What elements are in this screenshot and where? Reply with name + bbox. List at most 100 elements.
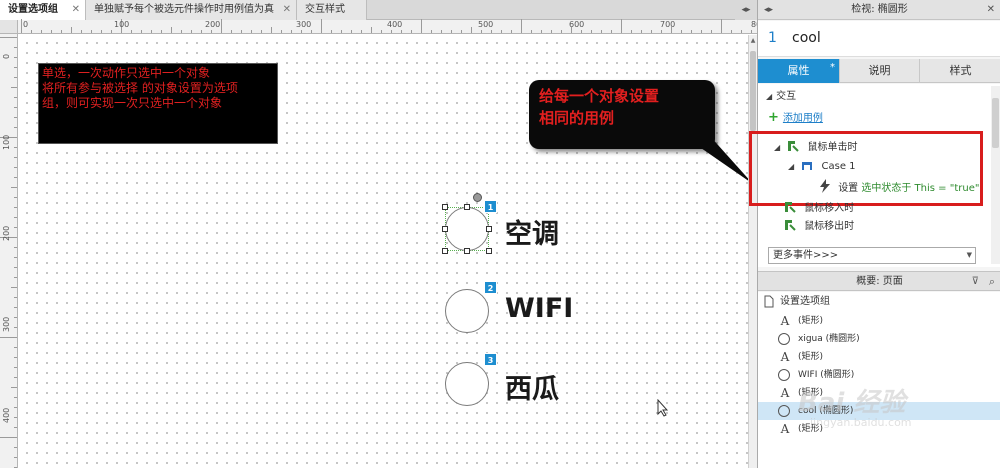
resize-handle[interactable]: [486, 248, 492, 254]
resize-handle[interactable]: [464, 204, 470, 210]
outline-item-label: xigua (椭圆形): [798, 334, 860, 344]
design-canvas[interactable]: 单选，一次动作只选中一个对象 将所有参与被选择 的对象设置为选项 组，则可实现一…: [19, 35, 756, 468]
outline-item[interactable]: A (矩形): [758, 348, 1000, 366]
case-1[interactable]: ◢ Case 1: [788, 160, 856, 174]
ruler-tick: [0, 237, 17, 238]
rotate-handle[interactable]: [473, 193, 482, 202]
outline-item[interactable]: xigua (椭圆形): [758, 330, 1000, 348]
outline-item[interactable]: A (矩形): [758, 384, 1000, 402]
callout-pointer: [689, 120, 753, 184]
radio-circle-wifi[interactable]: [445, 289, 489, 333]
ruler-tick: [331, 30, 332, 33]
scroll-thumb[interactable]: [992, 98, 999, 148]
ruler-tick: [741, 30, 742, 33]
event-onclick[interactable]: ◢ 鼠标单击时: [774, 140, 858, 155]
ruler-label: 400: [2, 407, 11, 423]
resize-handle[interactable]: [442, 248, 448, 254]
section-interactions[interactable]: ◢交互: [766, 90, 796, 104]
ruler-tick: [641, 30, 642, 33]
outline-item-selected[interactable]: cool (椭圆形): [758, 402, 1000, 420]
ruler-tick: [411, 30, 412, 33]
ruler-tick: [531, 30, 532, 33]
ruler-label: 300: [296, 20, 312, 29]
tab-label: 样式: [949, 64, 972, 77]
case-icon: [802, 162, 813, 170]
tab-notes[interactable]: 说明: [840, 59, 920, 83]
outline-title: 概要: 页面: [856, 276, 903, 287]
resize-handle[interactable]: [464, 248, 470, 254]
ruler-tick: [651, 30, 652, 33]
search-icon[interactable]: ⌕: [988, 275, 995, 288]
ruler-tick: [14, 247, 17, 248]
outline-item[interactable]: A (矩形): [758, 312, 1000, 330]
radio-label-watermelon[interactable]: 西瓜: [505, 374, 559, 405]
ruler-corner: [0, 20, 18, 34]
canvas-vertical-scrollbar[interactable]: ▲: [748, 35, 757, 468]
right-panel: ◂▸ 检视: 椭圆形 ✕ 1 cool 属性 * 说明 样式 ◢交互: [749, 0, 1000, 468]
tab-overflow-icon[interactable]: ◂▸: [735, 0, 757, 20]
tab-page-2[interactable]: 单独赋予每个被选元件操作时用例值为真 ✕: [86, 0, 297, 20]
interactions-scrollbar[interactable]: [991, 86, 1000, 264]
outline-header: 概要: 页面 ⊽ ⌕: [758, 271, 1000, 291]
chevron-down-icon: ▼: [966, 251, 972, 259]
ruler-tick: [401, 30, 402, 33]
event-onmouseenter[interactable]: 鼠标移入时: [784, 201, 854, 216]
modified-star: *: [830, 62, 835, 73]
ruler-tick: [371, 27, 372, 33]
page-icon: [764, 295, 774, 308]
note-rectangle[interactable]: 单选，一次动作只选中一个对象 将所有参与被选择 的对象设置为选项 组，则可实现一…: [38, 63, 278, 144]
ruler-tick: [131, 30, 132, 33]
add-case-link[interactable]: +添加用例: [768, 111, 823, 126]
resize-handle[interactable]: [442, 226, 448, 232]
ruler-tick: [221, 19, 222, 33]
ruler-tick: [101, 30, 102, 33]
collapse-icon[interactable]: ◂▸: [764, 5, 774, 15]
ruler-tick: [14, 197, 17, 198]
radio-label-wifi[interactable]: WIFI: [505, 293, 574, 324]
close-icon[interactable]: ✕: [986, 4, 995, 15]
tab-properties[interactable]: 属性 *: [758, 59, 840, 83]
radio-label-aircon[interactable]: 空调: [505, 219, 559, 250]
inspector-header: ◂▸ 检视: 椭圆形 ✕: [758, 0, 1000, 20]
outline-item[interactable]: WIFI (椭圆形): [758, 366, 1000, 384]
scroll-up-icon[interactable]: ▲: [750, 37, 756, 44]
radio-circle-aircon[interactable]: [445, 207, 489, 251]
filter-icon[interactable]: ⊽: [971, 276, 979, 287]
outline-page-row[interactable]: 设置选项组: [758, 293, 1000, 311]
ruler-tick: [51, 30, 52, 33]
close-icon[interactable]: ✕: [71, 4, 80, 15]
outline-item[interactable]: A (矩形): [758, 420, 1000, 438]
outline-item-label: (矩形): [798, 316, 824, 326]
resize-handle[interactable]: [486, 226, 492, 232]
radio-circle-watermelon[interactable]: [445, 362, 489, 406]
text-widget-icon: A: [780, 350, 790, 364]
ruler-tick: [661, 30, 662, 33]
widget-name-field[interactable]: cool: [792, 30, 821, 46]
event-onmouseleave[interactable]: 鼠标移出时: [784, 219, 854, 234]
ruler-tick: [14, 77, 17, 78]
ruler-tick: [0, 137, 17, 138]
ruler-tick: [391, 30, 392, 33]
tab-page-1[interactable]: 设置选项组 ✕: [0, 0, 86, 20]
ruler-tick: [271, 27, 272, 33]
ruler-tick: [14, 147, 17, 148]
ruler-tick: [14, 97, 17, 98]
close-icon[interactable]: ✕: [282, 4, 291, 15]
ruler-tick: [291, 30, 292, 33]
ruler-tick: [261, 30, 262, 33]
ruler-tick: [14, 217, 17, 218]
more-events-dropdown[interactable]: 更多事件>>> ▼: [768, 247, 976, 264]
ruler-tick: [14, 317, 17, 318]
resize-handle[interactable]: [442, 204, 448, 210]
ruler-tick: [21, 19, 22, 33]
tab-style[interactable]: 样式: [920, 59, 1000, 83]
ruler-tick: [81, 30, 82, 33]
case-action[interactable]: 设置 选中状态于 This = "true": [820, 179, 979, 196]
ruler-tick: [471, 27, 472, 33]
event-icon: [785, 220, 796, 231]
scroll-thumb[interactable]: [750, 51, 756, 131]
ruler-label: 600: [569, 20, 585, 29]
tab-page-3[interactable]: 交互样式: [297, 0, 367, 20]
ruler-tick: [441, 30, 442, 33]
note-line: 组，则可实现一次只选中一个对象: [42, 96, 223, 110]
